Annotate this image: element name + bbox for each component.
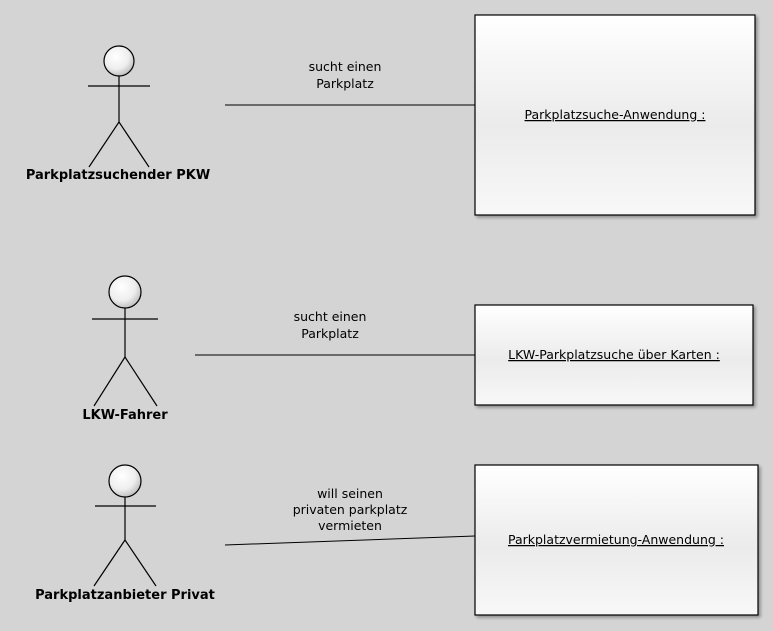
actor-privat-leg-right (124, 539, 157, 587)
object-suche: Parkplatzsuche-Anwendung : (474, 14, 756, 216)
actor-lkw-head (108, 275, 142, 309)
object-vermietung-label: Parkplatzvermietung-Anwendung : (508, 532, 724, 547)
actor-privat-head (108, 464, 142, 498)
actor-privat-name: Parkplatzanbieter Privat (35, 588, 215, 603)
association-privat-label-line-2: privaten parkplatz (293, 502, 408, 517)
object-karten-box (474, 304, 754, 406)
actor-lkw: LKW-Fahrer (82, 275, 168, 423)
actor-privat-leg-left (93, 539, 126, 587)
object-vermietung: Parkplatzvermietung-Anwendung : (474, 464, 759, 616)
association-pkw: sucht einen Parkplatz (225, 59, 475, 106)
object-karten: LKW-Parkplatzsuche über Karten : (474, 304, 754, 406)
object-karten-label: LKW-Parkplatzsuche über Karten : (508, 347, 720, 362)
association-lkw-label-line-2: Parkplatz (301, 326, 359, 341)
actor-pkw-name: Parkplatzsuchender PKW (26, 168, 210, 183)
association-privat-label-line-3: vermieten (318, 518, 382, 533)
association-privat-line (224, 535, 476, 546)
object-vermietung-box (474, 464, 759, 616)
object-suche-label: Parkplatzsuche-Anwendung : (525, 107, 706, 122)
actor-pkw-head (103, 45, 135, 77)
actor-lkw-name: LKW-Fahrer (82, 408, 168, 423)
association-privat-label-line-1: will seinen (317, 486, 383, 501)
association-lkw-label-line-1: sucht einen (294, 309, 367, 324)
association-lkw: sucht einen Parkplatz (195, 309, 475, 356)
object-suche-box (474, 14, 756, 216)
actor-pkw: Parkplatzsuchender PKW (26, 45, 210, 183)
actor-privat: Parkplatzanbieter Privat (35, 464, 215, 603)
association-privat: will seinen privaten parkplatz vermieten (224, 486, 476, 546)
actor-lkw-leg-left (93, 356, 126, 407)
association-pkw-label-line-1: sucht einen (309, 59, 382, 74)
association-pkw-label-line-2: Parkplatz (316, 76, 374, 91)
actor-pkw-leg-left (88, 121, 120, 168)
actor-lkw-leg-right (124, 356, 158, 407)
actor-pkw-leg-right (118, 121, 150, 168)
